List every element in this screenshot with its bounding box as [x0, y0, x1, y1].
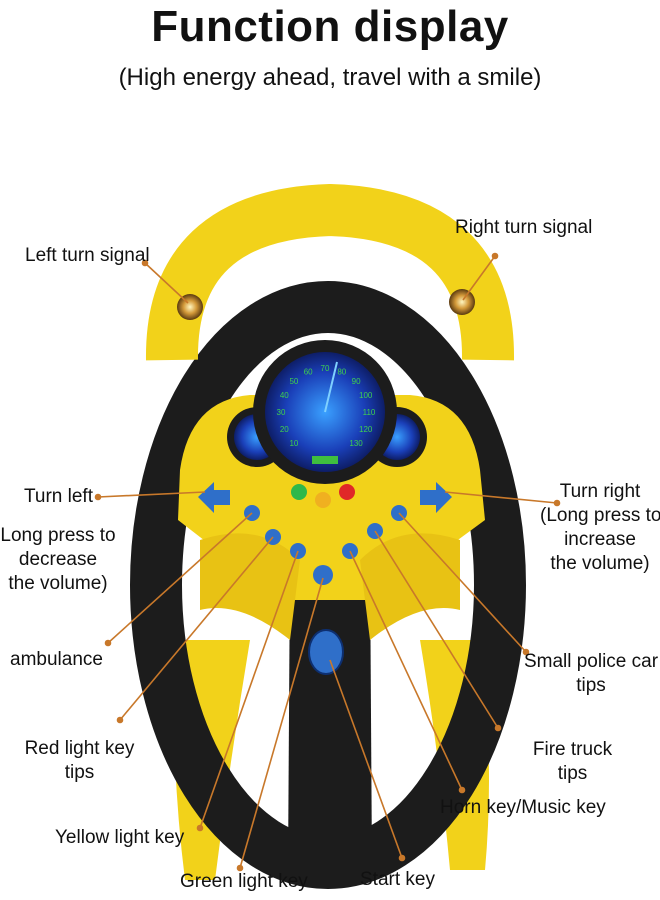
- label-line: Fire truck: [532, 739, 613, 760]
- start-key: [308, 629, 344, 675]
- label-left-turn-signal: Left turn signal: [25, 245, 150, 266]
- label-yellow-light-key: Yellow light key: [55, 827, 185, 848]
- speedometer-tick-label: 90: [352, 377, 361, 386]
- speedometer-tick-label: 100: [359, 391, 373, 400]
- label-right-turn-signal: Right turn signal: [455, 217, 593, 238]
- label-line: tips: [557, 763, 588, 784]
- speedometer-tick-label: 20: [280, 425, 289, 434]
- label-police-car: Small police car tips: [522, 650, 660, 698]
- label-line: tips: [64, 762, 95, 783]
- red-light: [339, 484, 355, 500]
- left-turn-signal-lamp: [177, 294, 203, 320]
- speedometer-needle: [324, 361, 338, 413]
- label-line: Red light key: [24, 738, 135, 759]
- right-turn-signal-lamp: [449, 289, 475, 315]
- speedometer-tick-label: 130: [349, 439, 363, 448]
- speedometer-tick-label: 110: [363, 408, 376, 417]
- page-title: Function display: [151, 2, 509, 51]
- center-spoke: [288, 560, 372, 870]
- note-line: the volume): [550, 553, 650, 574]
- wheel-top-arch: [145, 183, 515, 361]
- turn-right-button: [420, 482, 452, 513]
- label-turn-left-note: Long press to decrease the volume): [0, 524, 116, 596]
- odometer: [312, 456, 338, 464]
- note-line: increase: [564, 529, 636, 550]
- label-red-light-key: Red light key tips: [22, 737, 137, 785]
- green-light: [291, 484, 307, 500]
- speedometer-tick-label: 80: [337, 367, 346, 376]
- label-ambulance: ambulance: [10, 649, 103, 670]
- green-light-key: [313, 565, 333, 585]
- note-line: Long press to: [0, 525, 116, 546]
- speedometer-tick-label: 10: [289, 439, 298, 448]
- speedometer-tick-label: 70: [321, 364, 330, 373]
- label-line: tips: [576, 675, 606, 696]
- label-turn-right: Turn right (Long press to increase the v…: [540, 480, 660, 576]
- speedometer-tick-label: 60: [304, 367, 313, 376]
- speedometer-tick-label: 30: [277, 408, 286, 417]
- speedometer-tick-label: 120: [359, 425, 373, 434]
- speedometer-tick-label: 40: [280, 391, 289, 400]
- page-subtitle: (High energy ahead, travel with a smile): [118, 64, 542, 91]
- label-start-key: Start key: [360, 869, 435, 890]
- label-green-light-key: Green light key: [180, 871, 308, 892]
- note-line: the volume): [8, 573, 108, 594]
- label-turn-left: Turn left: [24, 486, 93, 507]
- label-fire-truck: Fire truck tips: [525, 738, 620, 786]
- label-line: Small police car: [523, 651, 659, 672]
- label-line: Turn right: [559, 481, 641, 502]
- label-horn-music-key: Horn key/Music key: [440, 797, 606, 818]
- yellow-light: [315, 492, 331, 508]
- note-line: decrease: [18, 549, 98, 570]
- speedometer-tick-label: 50: [289, 377, 298, 386]
- turn-left-button: [198, 482, 230, 513]
- note-line: (Long press to: [540, 505, 660, 526]
- leader-lines: [94, 252, 561, 872]
